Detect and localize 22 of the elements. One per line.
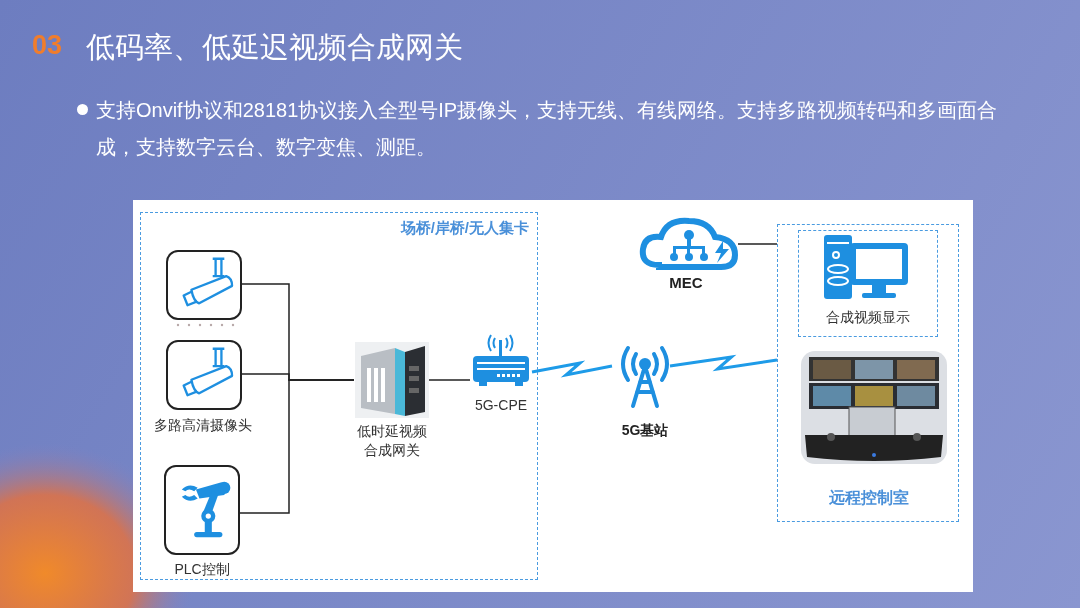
section-number: 03 [32, 30, 63, 61]
connector-line [737, 243, 778, 245]
device-label: PLC控制 [173, 561, 231, 579]
zone-frame [777, 224, 959, 522]
wireless-link [669, 354, 778, 372]
control-room-photo [801, 351, 947, 464]
wireless-link [531, 360, 613, 378]
connector-line [238, 379, 355, 514]
device-label: 低时延视频合成网关 [356, 422, 428, 460]
device-label: 合成视频显示 [824, 309, 911, 327]
camera-caption: 多路高清摄像头 [153, 417, 253, 435]
device-label: MEC [668, 274, 704, 291]
device-label: 5G基站 [620, 422, 670, 440]
camera-box [166, 340, 242, 410]
bullet-text: 支持Onvif协议和28181协议接入全型号IP摄像头，支持无线、有线网络。支持多路视频转码和多画面合成，支持数字云台、数字变焦、测距。 [96, 98, 999, 160]
device-label: 5G-CPE [473, 397, 529, 413]
slide-title: 低码率、低延迟视频合成网关 [86, 30, 463, 65]
zone-frame [140, 212, 538, 580]
zone-heading: 场桥/岸桥/无人集卡 [399, 219, 529, 238]
camera-box [166, 250, 242, 320]
display-frame [798, 230, 938, 337]
zone-heading: 远程控制室 [828, 488, 910, 508]
